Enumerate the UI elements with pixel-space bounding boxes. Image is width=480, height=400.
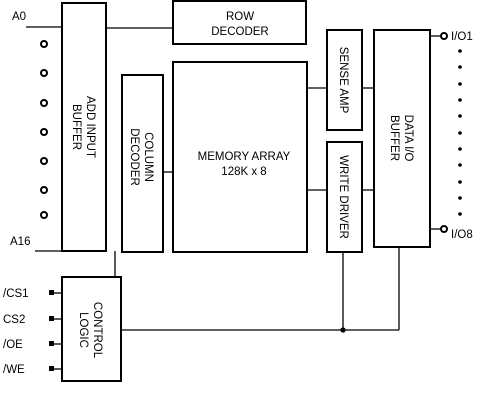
- io-ellipsis-dot: [458, 147, 462, 151]
- address-pin: [40, 157, 48, 165]
- io-ellipsis-dot: [458, 114, 462, 118]
- wires: [26, 26, 441, 370]
- pin-label-we: /WE: [3, 364, 25, 376]
- column-decoder-block: COLUMN DECODER: [121, 74, 164, 253]
- io-ellipsis-dot: [458, 196, 462, 200]
- address-pin: [40, 211, 48, 219]
- cs2-pin: [49, 316, 54, 321]
- pin-label-cs2: CS2: [3, 314, 25, 326]
- add-input-buffer-block: ADD INPUT BUFFER: [61, 2, 107, 252]
- junction-dot: [340, 327, 346, 333]
- row-decoder-label-line2: DECODER: [211, 26, 269, 38]
- pin-label-io1: I/O1: [451, 31, 473, 43]
- io-ellipsis-dot: [458, 49, 462, 53]
- memory-array-label-line1: MEMORY ARRAY: [198, 151, 291, 163]
- pin-label-oe: /OE: [3, 339, 23, 351]
- io-ellipsis-dot: [458, 82, 462, 86]
- data-io-buffer-label-line1: DATA I/O: [402, 115, 414, 162]
- address-pin: [40, 69, 48, 77]
- cs1-pin: [49, 290, 54, 295]
- data-io-buffer-block: DATA I/O BUFFER: [373, 29, 431, 248]
- control-logic-label-line2: LOGIC: [77, 312, 89, 348]
- sense-amp-block: SENSE AMP: [326, 29, 363, 131]
- memory-array-block: MEMORY ARRAY 128K x 8: [172, 61, 308, 253]
- address-pins: [40, 40, 48, 219]
- pin-label-a0: A0: [12, 11, 26, 23]
- address-pin: [40, 128, 48, 136]
- io-pin-first: [440, 32, 448, 40]
- address-pin: [40, 186, 48, 194]
- row-decoder-label-line1: ROW: [226, 11, 254, 23]
- write-driver-label: WRITE DRIVER: [337, 155, 349, 239]
- io-ellipsis-dot: [458, 65, 462, 69]
- add-input-buffer-label-line1: ADD INPUT: [84, 96, 96, 158]
- control-logic-label-line1: CONTROL: [91, 302, 103, 359]
- address-pin: [40, 99, 48, 107]
- write-driver-block: WRITE DRIVER: [326, 141, 363, 253]
- io-ellipsis-dot: [458, 212, 462, 216]
- pin-label-a16: A16: [10, 236, 30, 248]
- column-decoder-label-line2: DECODER: [128, 128, 140, 186]
- io-pins: [440, 32, 462, 233]
- io-ellipsis-dot: [458, 180, 462, 184]
- row-decoder-block: ROW DECODER: [172, 0, 307, 45]
- sense-amp-label: SENSE AMP: [337, 47, 349, 114]
- io-ellipsis-dot: [458, 131, 462, 135]
- memory-array-label-line2: 128K x 8: [221, 166, 266, 178]
- oe-pin: [49, 341, 54, 346]
- control-logic-block: CONTROL LOGIC: [61, 276, 122, 382]
- address-pin: [40, 40, 48, 48]
- add-input-buffer-label-line2: BUFFER: [70, 104, 82, 150]
- io-pin-last: [440, 225, 448, 233]
- we-pin: [49, 366, 54, 371]
- control-pins: [49, 290, 54, 371]
- column-decoder-label-line1: COLUMN: [142, 132, 154, 182]
- data-io-buffer-label-line2: BUFFER: [388, 115, 400, 161]
- pin-label-cs1: /CS1: [3, 288, 29, 300]
- io-ellipsis-dot: [458, 163, 462, 167]
- pin-label-io8: I/O8: [451, 229, 473, 241]
- io-ellipsis-dot: [458, 98, 462, 102]
